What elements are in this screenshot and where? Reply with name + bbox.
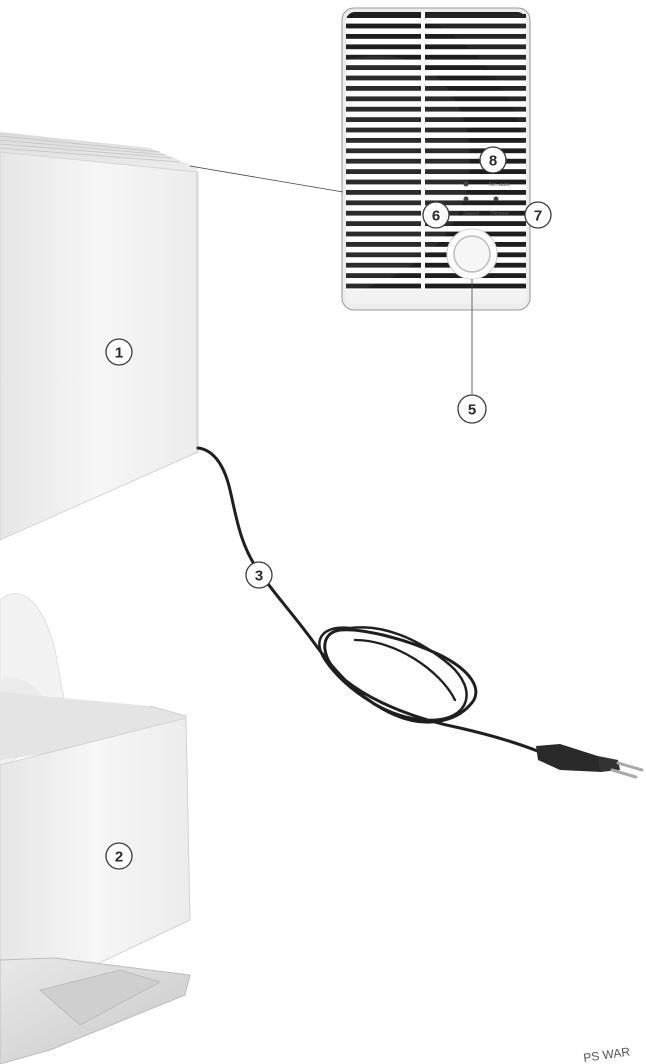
corner-text: PS WAR	[582, 1045, 631, 1064]
grille-slat	[346, 60, 526, 66]
svg-text:1: 1	[115, 345, 123, 362]
svg-text:8: 8	[489, 153, 497, 170]
grille-slat	[346, 49, 526, 55]
plug-icon	[536, 744, 642, 777]
grille-slat	[346, 70, 526, 76]
svg-text:3: 3	[255, 568, 263, 585]
grille-slat	[346, 112, 526, 118]
callout-3: 3	[246, 562, 272, 588]
panel-label-dimmer: Dimmer	[490, 211, 509, 217]
panel-label-speed: Speed	[463, 211, 479, 217]
grille-slat	[346, 132, 526, 138]
upper-housing	[0, 132, 198, 540]
grille-slat	[346, 122, 526, 128]
grille-slat	[346, 236, 526, 242]
panel-label-auto: Ne..auto	[489, 182, 510, 188]
callout-8: 8	[480, 147, 506, 173]
grille-slat	[346, 28, 526, 34]
callout-6: 6	[423, 202, 449, 228]
water-tank	[0, 594, 190, 1064]
grille-slat	[346, 278, 526, 284]
grille-slat	[346, 143, 526, 149]
grille-slat	[346, 80, 526, 86]
svg-text:7: 7	[534, 208, 542, 225]
grille-slat	[346, 18, 526, 24]
callout-2: 2	[106, 843, 132, 869]
grille-slat	[346, 174, 526, 180]
grille-slat	[346, 268, 526, 274]
power-cord	[198, 448, 540, 752]
grille-slat	[346, 257, 526, 263]
svg-text:2: 2	[115, 849, 123, 866]
grille-slat	[346, 247, 526, 253]
grille-slat	[346, 101, 526, 107]
callout-5: 5	[458, 395, 486, 423]
grille-slat	[346, 195, 526, 201]
grille-slat	[346, 91, 526, 97]
svg-text:6: 6	[432, 208, 440, 225]
callout-7: 7	[525, 202, 551, 228]
svg-text:5: 5	[468, 402, 476, 419]
grille-slat	[346, 39, 526, 45]
callout-1: 1	[106, 339, 132, 365]
